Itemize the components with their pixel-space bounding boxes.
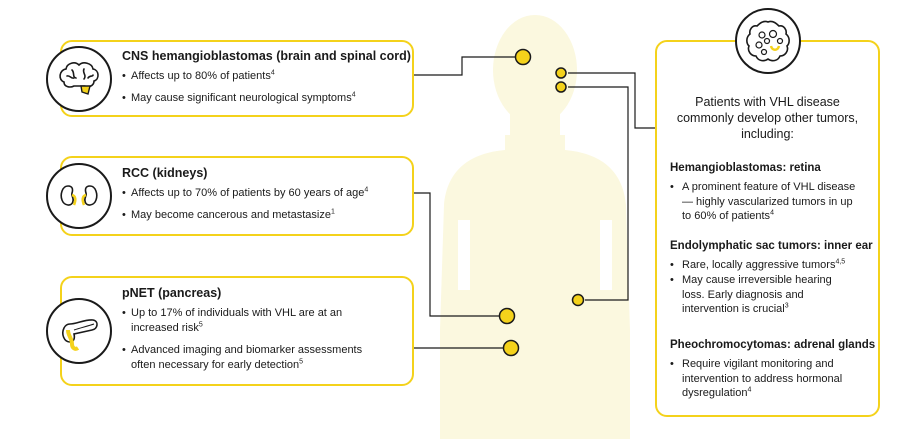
pancreas-icon	[62, 319, 98, 351]
pnet-title: pNET (pancreas)	[122, 286, 222, 300]
pnet-icon-circle	[46, 298, 112, 364]
cns-icon-circle	[46, 46, 112, 112]
marker-ear	[555, 81, 567, 93]
rcc-bullet-1: Affects up to 70% of patients by 60 year…	[122, 186, 411, 201]
other-tumors-intro: Patients with VHL disease commonly devel…	[676, 95, 859, 141]
cns-bullet-2: May cause significant neurological sympt…	[122, 91, 401, 106]
body-silhouette	[440, 15, 630, 439]
connector-rcc	[412, 192, 500, 317]
cns-bullet-1: Affects up to 80% of patients4	[122, 69, 401, 84]
tumor-cell-icon	[746, 20, 790, 62]
pnet-bullet-2: Advanced imaging and biomarker assessmen…	[122, 343, 381, 373]
adrenal-title: Pheochromocytomas: adrenal glands	[670, 339, 876, 351]
connector-retina	[568, 72, 656, 129]
kidneys-icon	[60, 185, 98, 206]
ear-bullet-2: May cause irreversible hearing loss. Ear…	[670, 273, 857, 317]
retina-title: Hemangioblastomas: retina	[670, 162, 821, 174]
connector-cns	[412, 56, 515, 76]
connector-ear	[568, 86, 629, 301]
rcc-icon-circle	[46, 163, 112, 229]
marker-retina	[555, 67, 567, 79]
adrenal-bullet-1: Require vigilant monitoring and interven…	[670, 357, 862, 401]
marker-kidney	[498, 307, 516, 325]
retina-bullet-1: A prominent feature of VHL disease— high…	[670, 180, 857, 224]
marker-adrenal	[571, 293, 585, 307]
tumor-icon-circle	[735, 8, 801, 74]
pnet-bullet-1: Up to 17% of individuals with VHL are at…	[122, 306, 381, 336]
cns-title: CNS hemangioblastomas (brain and spinal …	[122, 49, 411, 63]
rcc-bullet-2: May become cancerous and metastasize1	[122, 208, 411, 223]
other-tumors-box	[655, 40, 880, 417]
marker-pancreas	[502, 339, 520, 357]
rcc-title: RCC (kidneys)	[122, 166, 208, 180]
marker-brain	[514, 48, 532, 66]
brain-icon	[59, 62, 99, 95]
ear-title: Endolymphatic sac tumors: inner ear	[670, 240, 873, 252]
ear-bullet-1: Rare, locally aggressive tumors4,5	[670, 258, 857, 273]
